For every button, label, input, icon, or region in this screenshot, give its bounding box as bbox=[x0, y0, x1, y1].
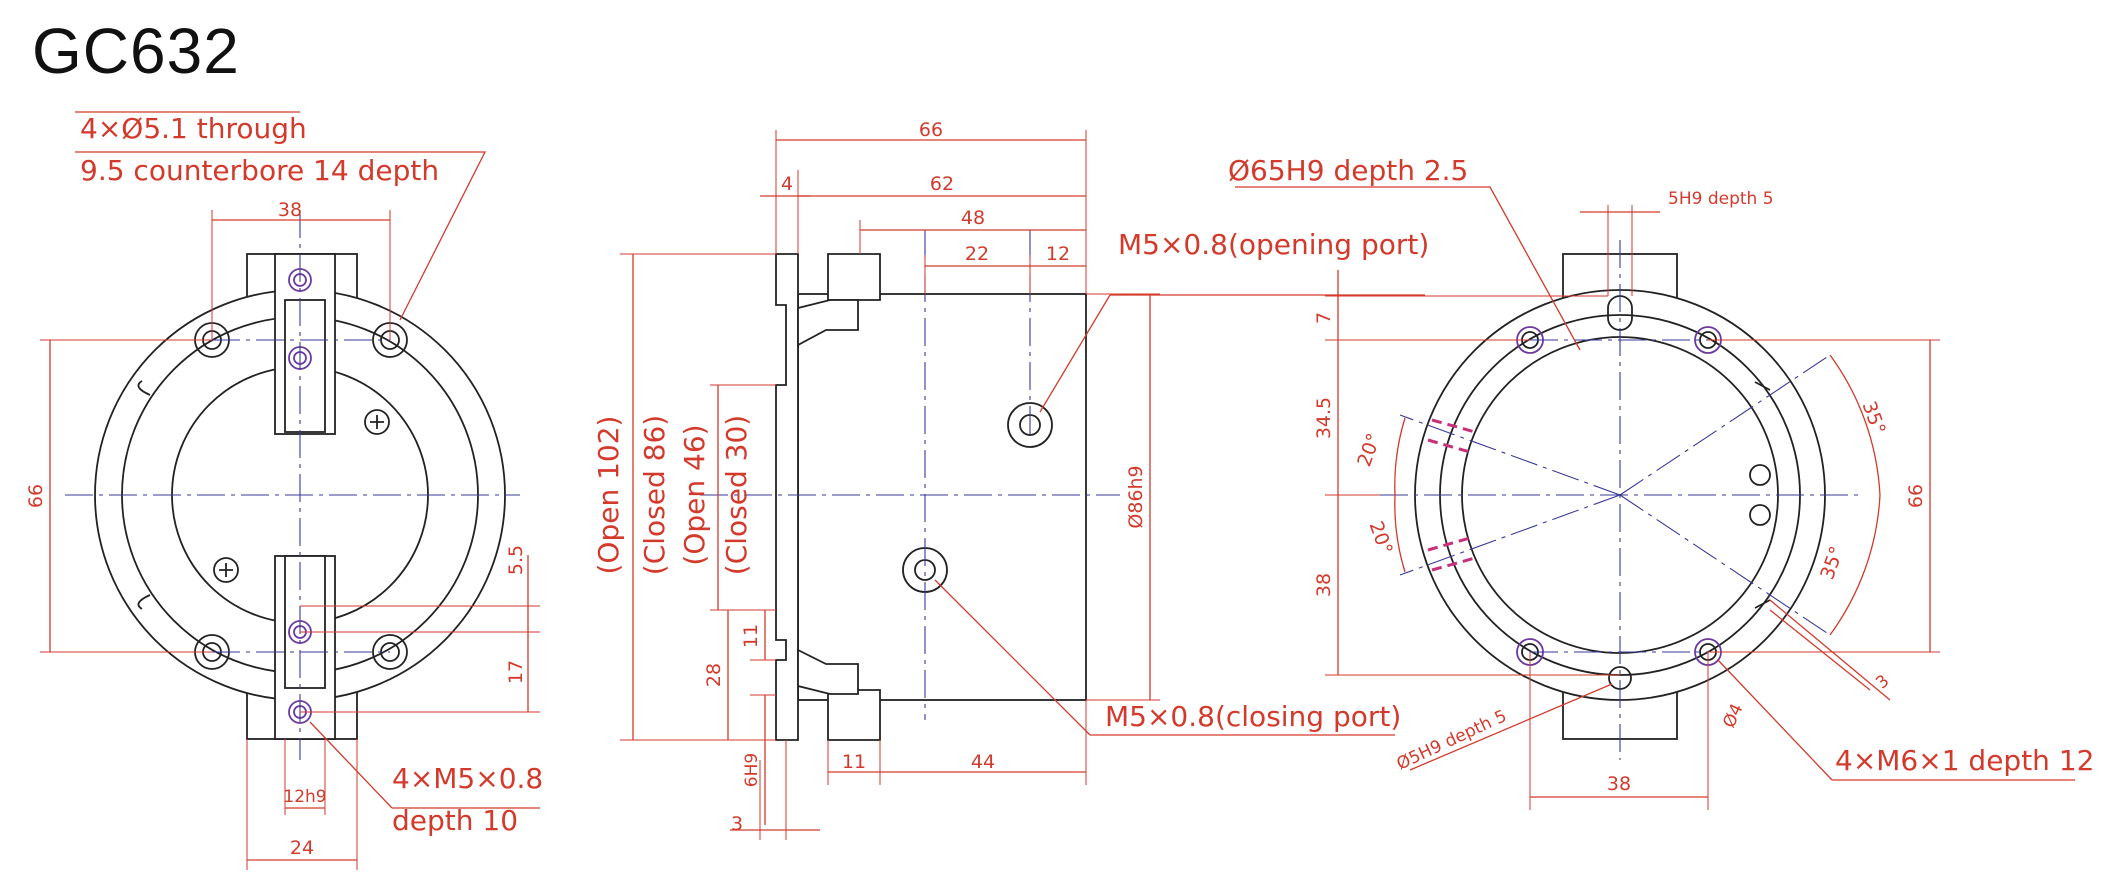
back-dim-7: 7 bbox=[1313, 312, 1335, 324]
back-dim-34-5: 34.5 bbox=[1313, 397, 1335, 439]
side-dim-6h9: 6H9 bbox=[742, 753, 762, 787]
side-dim-11-horizontal: 11 bbox=[842, 751, 866, 773]
front-upper-jaw-inner bbox=[284, 299, 326, 433]
front-slot-notch bbox=[137, 380, 151, 610]
note-closing-port: M5×0.8(closing port) bbox=[1105, 700, 1401, 733]
note-bore: Ø65H9 depth 2.5 bbox=[1228, 154, 1468, 187]
side-plate bbox=[775, 253, 799, 741]
side-dim-open-46: (Open 46) bbox=[678, 424, 711, 565]
note-opening-port: M5×0.8(opening port) bbox=[1118, 228, 1429, 261]
back-angle-35-upper: 35° bbox=[1858, 398, 1890, 437]
front-dim-24: 24 bbox=[290, 837, 314, 859]
note-m6: 4×M6×1 depth 12 bbox=[1835, 744, 2094, 777]
back-dim-66: 66 bbox=[1905, 484, 1927, 508]
side-dim-86h9: Ø86h9 bbox=[1125, 465, 1147, 528]
back-view bbox=[1235, 186, 2075, 810]
side-dim-11-vertical: 11 bbox=[740, 624, 762, 648]
back-dim-phi4: Ø4 bbox=[1719, 701, 1747, 731]
side-dim-4: 4 bbox=[781, 173, 793, 195]
side-dim-closed-86: (Closed 86) bbox=[638, 415, 671, 575]
note-through: 4×Ø5.1 through bbox=[80, 112, 307, 145]
side-dim-66: 66 bbox=[919, 119, 943, 141]
note-m5: 4×M5×0.8 bbox=[392, 762, 543, 795]
side-view bbox=[620, 130, 1425, 840]
side-dim-open-102: (Open 102) bbox=[592, 416, 625, 575]
side-dim-12: 12 bbox=[1046, 243, 1070, 265]
front-screws bbox=[213, 409, 390, 583]
back-dim-38-vertical: 38 bbox=[1313, 573, 1335, 597]
drawing-title: GC632 bbox=[32, 15, 240, 87]
note-pin: Ø5H9 depth 5 bbox=[1394, 706, 1510, 774]
side-dim-28: 28 bbox=[703, 663, 725, 687]
front-dim-66: 66 bbox=[25, 484, 47, 508]
front-view bbox=[40, 111, 540, 870]
front-dim-17: 17 bbox=[505, 660, 527, 684]
side-dim-3: 3 bbox=[731, 813, 743, 835]
note-counterbore: 9.5 counterbore 14 depth bbox=[80, 154, 439, 187]
front-dim-12h9: 12h9 bbox=[283, 787, 326, 807]
side-dim-62: 62 bbox=[930, 173, 954, 195]
side-dim-22: 22 bbox=[965, 243, 989, 265]
side-dim-closed-30: (Closed 30) bbox=[720, 415, 753, 575]
side-lower-jaw bbox=[827, 689, 881, 741]
back-angle-35-lower: 35° bbox=[1816, 543, 1848, 582]
back-angle-20-lower: 20° bbox=[1365, 518, 1397, 557]
front-dim-38: 38 bbox=[278, 199, 302, 221]
side-body bbox=[797, 293, 1087, 701]
side-dim-44: 44 bbox=[971, 751, 995, 773]
note-key: 5H9 depth 5 bbox=[1668, 189, 1774, 209]
front-dim-5-5: 5.5 bbox=[505, 545, 527, 575]
note-m5-depth: depth 10 bbox=[392, 804, 518, 837]
back-angle-20-upper: 20° bbox=[1353, 430, 1385, 469]
back-dim-3: 3 bbox=[1872, 671, 1893, 693]
side-dim-48: 48 bbox=[961, 207, 985, 229]
side-upper-jaw bbox=[827, 253, 881, 301]
back-dim-38-horizontal: 38 bbox=[1607, 773, 1631, 795]
